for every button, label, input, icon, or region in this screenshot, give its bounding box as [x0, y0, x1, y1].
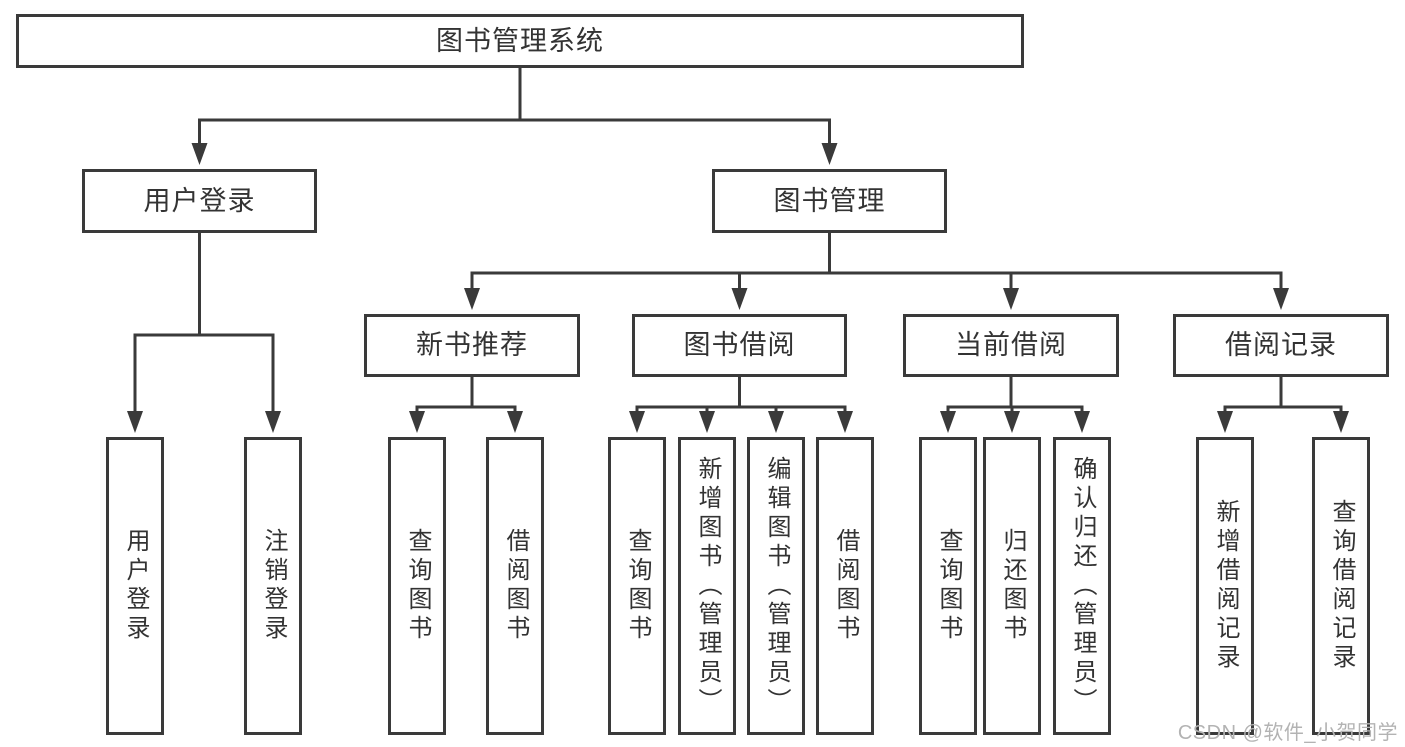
node-label-current-borrow: 当前借阅 — [955, 330, 1067, 360]
node-leaf-query-2: 查询图书 — [608, 437, 666, 735]
node-label-leaf-borrow-1: 借阅图书 — [502, 528, 529, 644]
node-leaf-query-3: 查询图书 — [919, 437, 977, 735]
node-label-leaf-query-3: 查询图书 — [935, 528, 962, 644]
node-current-borrow: 当前借阅 — [903, 314, 1119, 377]
node-label-root: 图书管理系统 — [436, 25, 604, 56]
node-label-leaf-user-login: 用户登录 — [122, 528, 149, 644]
node-leaf-borrow-2: 借阅图书 — [816, 437, 874, 735]
node-leaf-query-1: 查询图书 — [388, 437, 446, 735]
node-label-leaf-query-1: 查询图书 — [404, 528, 431, 644]
csdn-watermark: CSDN @软件_小贺同学 — [1177, 722, 1398, 744]
node-label-leaf-add-record: 新增借阅记录 — [1212, 499, 1239, 673]
node-label-new-books: 新书推荐 — [416, 330, 528, 360]
node-label-leaf-confirm-return: 确认归还（管理员） — [1069, 455, 1096, 717]
node-new-books: 新书推荐 — [364, 314, 580, 377]
node-label-leaf-add-book: 新增图书（管理员） — [694, 455, 721, 717]
node-label-book-mgmt: 图书管理 — [773, 185, 886, 216]
node-label-leaf-query-record: 查询借阅记录 — [1328, 499, 1355, 673]
node-user-login: 用户登录 — [82, 169, 317, 233]
node-book-borrow: 图书借阅 — [632, 314, 847, 377]
node-label-leaf-logout: 注销登录 — [260, 528, 287, 644]
node-label-leaf-return: 归还图书 — [999, 528, 1026, 644]
node-leaf-query-record: 查询借阅记录 — [1312, 437, 1370, 735]
node-leaf-edit-book: 编辑图书（管理员） — [747, 437, 805, 735]
node-label-user-login: 用户登录 — [143, 185, 256, 216]
node-label-leaf-query-2: 查询图书 — [624, 528, 651, 644]
node-label-leaf-borrow-2: 借阅图书 — [832, 528, 859, 644]
node-leaf-return: 归还图书 — [983, 437, 1041, 735]
node-leaf-add-book: 新增图书（管理员） — [678, 437, 736, 735]
node-leaf-logout: 注销登录 — [244, 437, 302, 735]
node-leaf-confirm-return: 确认归还（管理员） — [1053, 437, 1111, 735]
node-label-borrow-records: 借阅记录 — [1225, 330, 1337, 360]
node-leaf-add-record: 新增借阅记录 — [1196, 437, 1254, 735]
node-leaf-user-login: 用户登录 — [106, 437, 164, 735]
node-label-book-borrow: 图书借阅 — [683, 330, 796, 360]
node-leaf-borrow-1: 借阅图书 — [486, 437, 544, 735]
node-root: 图书管理系统 — [16, 14, 1024, 68]
node-label-leaf-edit-book: 编辑图书（管理员） — [763, 455, 790, 717]
node-book-mgmt: 图书管理 — [712, 169, 947, 233]
node-borrow-records: 借阅记录 — [1173, 314, 1389, 377]
